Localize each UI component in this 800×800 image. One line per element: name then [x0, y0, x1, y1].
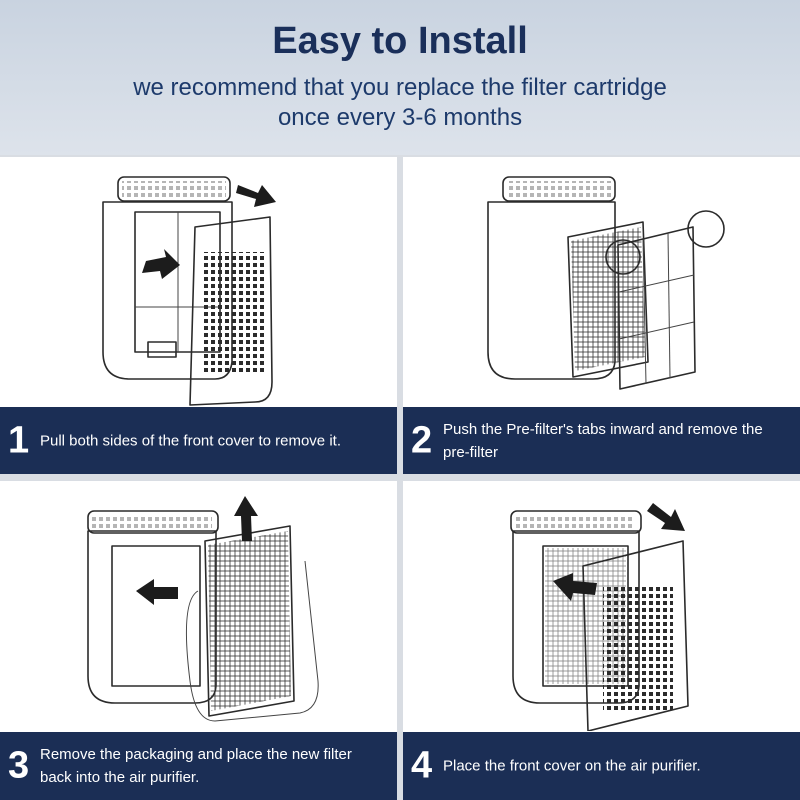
step-panel-2: 2 Push the Pre-filter's tabs inward and …	[403, 157, 800, 474]
step-text: Place the front cover on the air purifie…	[443, 757, 701, 775]
step-1-illustration	[102, 176, 276, 406]
step-number: 4	[411, 744, 433, 787]
step-panel-1: 1 Pull both sides of the front cover to …	[0, 157, 397, 474]
page-title: Easy to Install	[272, 20, 528, 62]
page-subtitle: we recommend that you replace the filter…	[0, 73, 800, 133]
step-text: Push the Pre-filter's tabs inward and re…	[443, 420, 763, 461]
step-panel-4: 4 Place the front cover on the air purif…	[403, 481, 800, 800]
arrow-icon	[553, 573, 597, 601]
step-2-caption-bar: 2 Push the Pre-filter's tabs inward and …	[403, 407, 800, 474]
step-panel-3: 3 Remove the packaging and place the new…	[0, 481, 397, 800]
step-2-illustration	[487, 176, 725, 390]
step-3-caption-bar: 3 Remove the packaging and place the new…	[0, 732, 397, 800]
header: Easy to Install we recommend that you re…	[0, 0, 800, 155]
step-number: 3	[8, 744, 30, 787]
arrow-icon	[136, 579, 178, 605]
arrow-icon	[234, 496, 258, 541]
step-number: 2	[411, 419, 433, 461]
step-text: Pull both sides of the front cover to re…	[40, 432, 341, 449]
step-number: 1	[8, 419, 30, 461]
step-1-caption-bar: 1 Pull both sides of the front cover to …	[0, 407, 397, 474]
subtitle-line-2: once every 3-6 months	[277, 104, 523, 131]
step-3-illustration	[87, 496, 319, 722]
step-4-illustration	[510, 503, 689, 731]
step-text: Remove the packaging and place the new f…	[40, 746, 352, 786]
step-4-caption-bar: 4 Place the front cover on the air purif…	[403, 732, 800, 800]
subtitle-line-1: we recommend that you replace the filter…	[133, 74, 667, 101]
arrow-icon	[236, 185, 276, 207]
arrow-icon	[647, 503, 685, 531]
arrow-icon	[142, 249, 180, 279]
